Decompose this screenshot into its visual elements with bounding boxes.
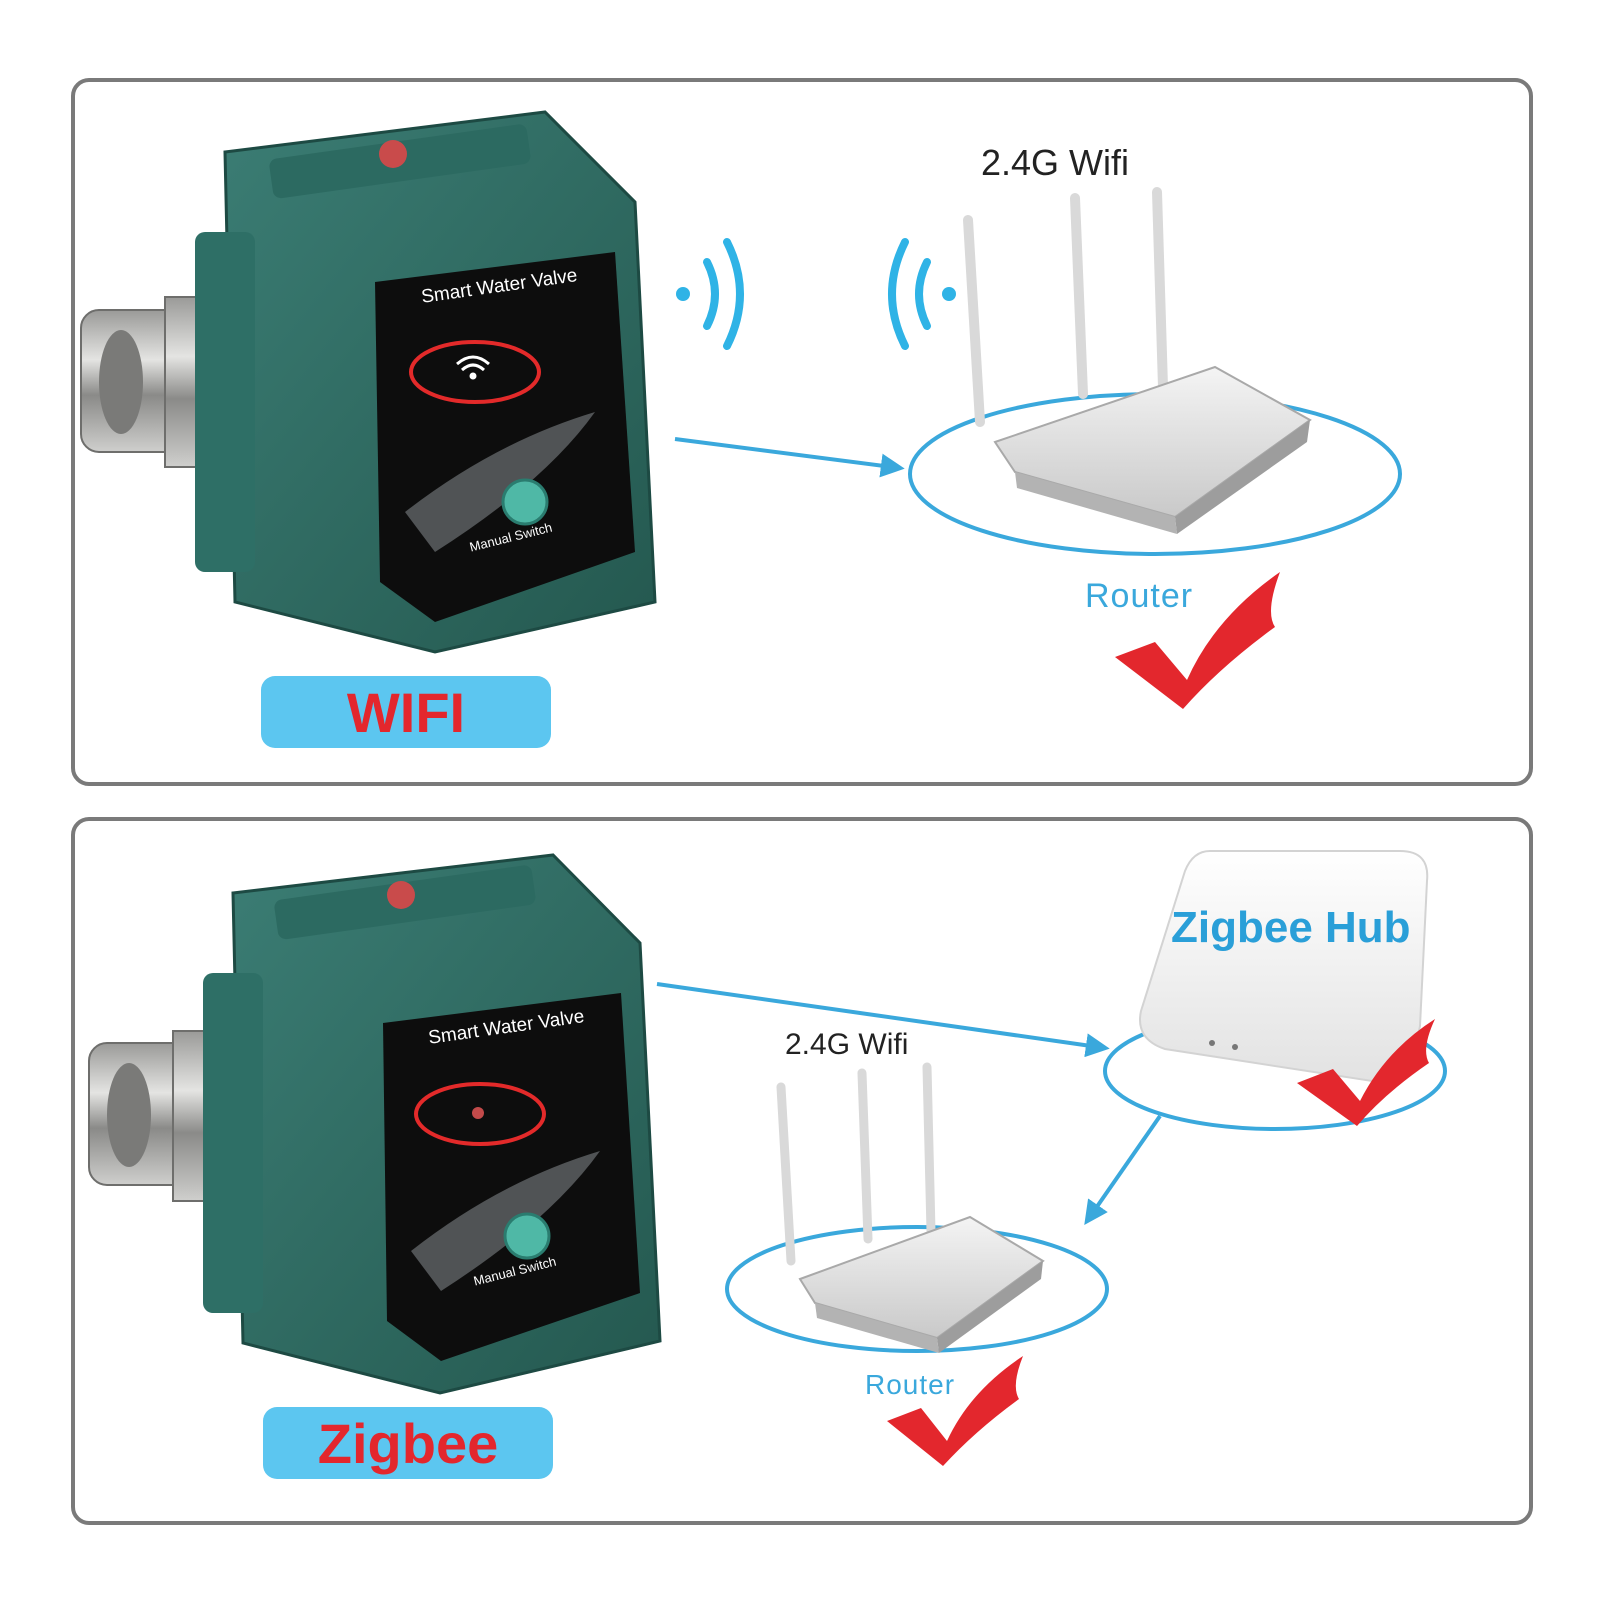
zigbee-panel: Zigbee Hub 2.4G Wifi Router Smart Water … — [71, 817, 1533, 1525]
wifi-badge: WIFI — [261, 676, 551, 748]
router-label: Router — [1085, 577, 1194, 615]
zigbee-badge: Zigbee — [263, 1407, 553, 1479]
red-checkmark-icon — [1115, 572, 1280, 709]
router-device — [908, 187, 1402, 556]
connection-arrow — [674, 437, 905, 478]
zigbee-diagram-art — [88, 850, 1447, 1466]
zigbee-indicator-icon — [472, 1107, 484, 1119]
wifi-panel: 2.4G Wifi Router Smart Water Valve Manua… — [71, 78, 1533, 786]
router-label: Router — [865, 1369, 956, 1400]
smart-water-valve-device — [80, 110, 657, 654]
zigbee-hub-label: Zigbee Hub — [1171, 903, 1411, 952]
smart-water-valve-device — [88, 853, 662, 1395]
wifi-diagram-art — [80, 110, 1402, 709]
network-label: 2.4G Wifi — [981, 142, 1130, 183]
device-wifi-icon — [456, 355, 490, 380]
connection-arrow-to-router — [1084, 1114, 1162, 1225]
red-checkmark-icon — [1297, 1019, 1435, 1126]
red-checkmark-icon — [887, 1356, 1023, 1466]
network-label: 2.4G Wifi — [785, 1028, 909, 1061]
manual-switch-knob — [503, 1212, 551, 1260]
manual-switch-knob — [501, 478, 549, 526]
connection-arrow-to-hub — [656, 982, 1110, 1058]
signal-waves-icon — [676, 238, 956, 350]
router-device — [725, 1062, 1109, 1353]
